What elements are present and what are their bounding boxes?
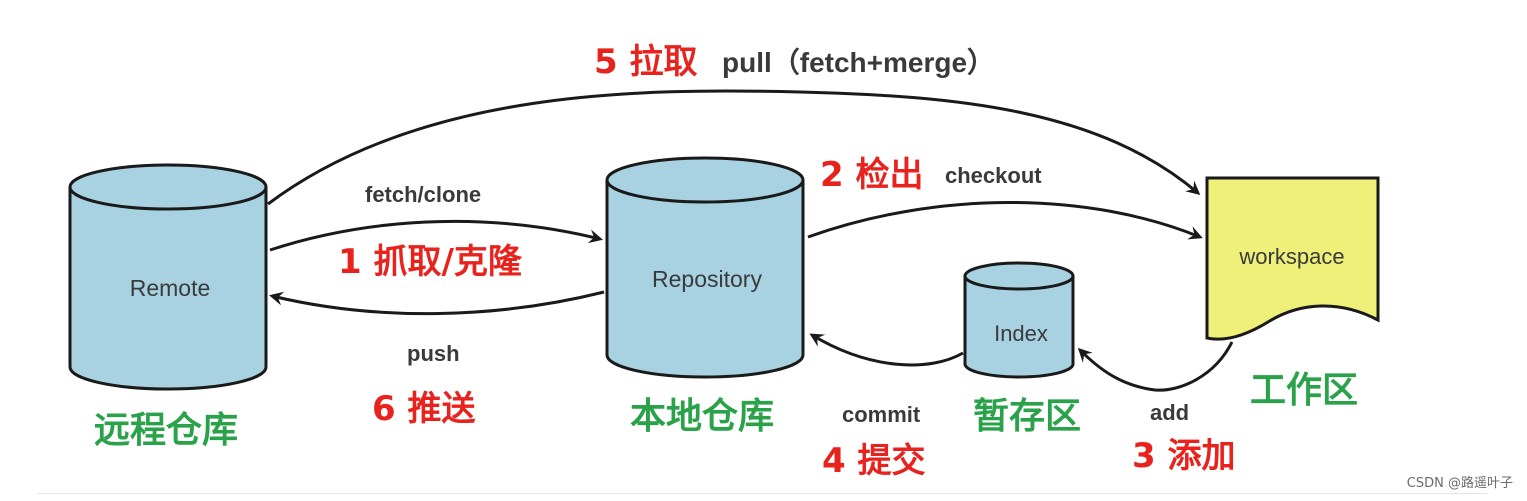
step-6-label: 6 推送 [372,389,476,429]
repository-caption: 本地仓库 [630,396,774,437]
index-cylinder: Index [963,261,1075,379]
checkout-arrow [807,201,1203,240]
checkout-label: checkout [945,163,1042,188]
pull-label: pull（fetch+merge） [722,46,995,78]
step-1-label: 1 抓取/克隆 [338,242,523,282]
commit-label: commit [842,402,921,427]
push-label: push [407,341,460,366]
repository-cylinder: Repository [605,156,805,379]
step-2-label: 2 检出 [820,155,924,195]
add-label: add [1150,400,1189,425]
index-label: Index [994,321,1048,346]
fetch-clone-label: fetch/clone [365,182,481,207]
remote-cylinder: Remote [68,163,268,391]
csdn-watermark: CSDN @路遥叶子 [1406,476,1513,491]
workspace-document: workspace [1205,176,1380,341]
index-caption: 暂存区 [973,396,1081,437]
pull-arrow [267,89,1201,206]
step-5-label: 5 拉取 [594,42,698,82]
remote-caption: 远程仓库 [94,410,238,451]
footer-divider [38,493,1488,494]
push-arrow [269,290,605,316]
repository-label: Repository [652,266,762,292]
fetch-clone-arrow [269,219,603,252]
step-4-label: 4 提交 [822,441,926,481]
remote-label: Remote [130,275,211,301]
commit-arrow [809,333,964,367]
workspace-caption: 工作区 [1250,370,1358,411]
workspace-label: workspace [1238,244,1344,269]
add-arrow [1077,341,1234,392]
step-3-label: 3 添加 [1132,436,1236,476]
